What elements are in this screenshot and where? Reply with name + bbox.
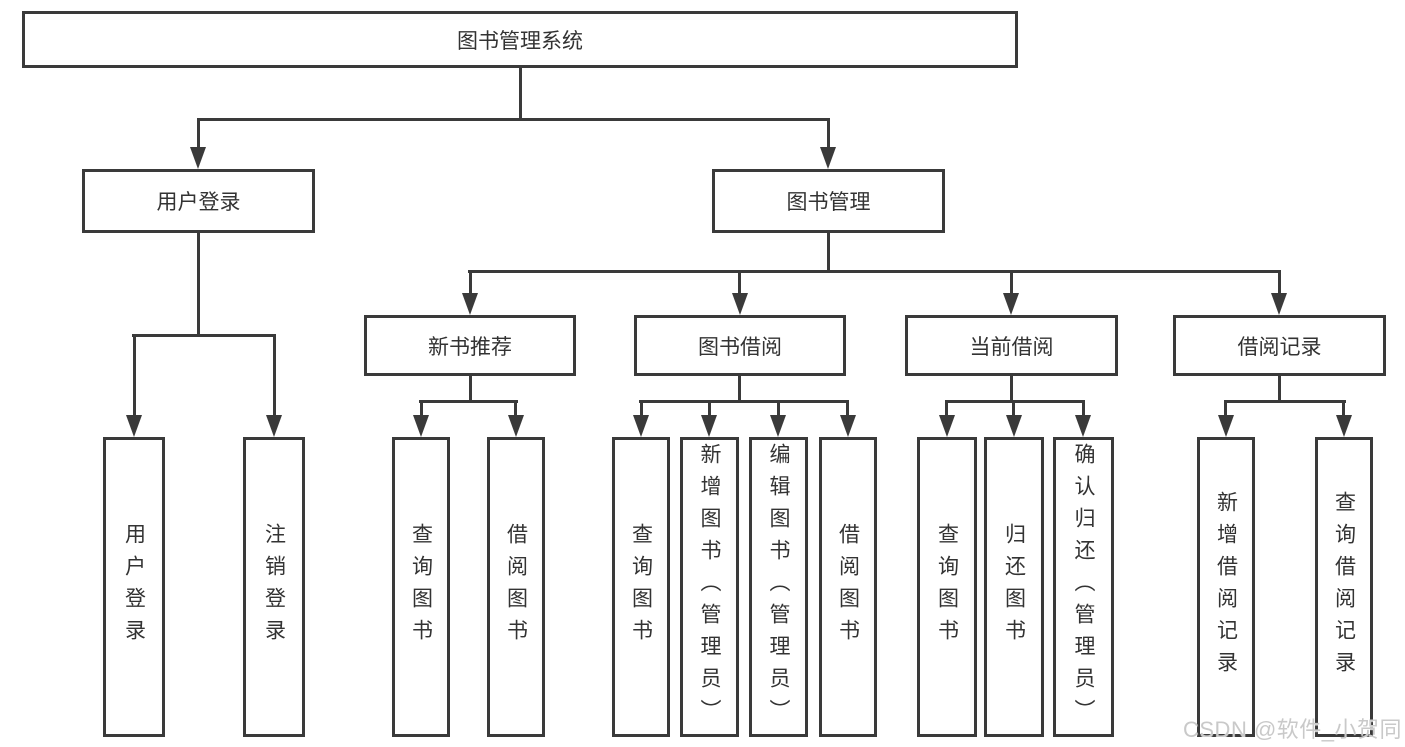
connector-line <box>273 334 276 417</box>
connector-line <box>469 373 472 402</box>
node-label: 查询图书 <box>409 523 433 651</box>
node-book-management: 图书管理 <box>712 169 945 233</box>
node-label: 图书管理系统 <box>457 29 583 53</box>
arrowhead-down-icon <box>1003 293 1019 315</box>
leaf-return-books: 归还图书 <box>984 437 1044 737</box>
connector-line <box>640 400 643 417</box>
leaf-query-books-recommend: 查询图书 <box>392 437 450 737</box>
connector-line <box>1278 373 1281 402</box>
node-label: 当前借阅 <box>969 335 1054 359</box>
leaf-query-borrow-record: 查询借阅记录 <box>1315 437 1373 737</box>
connector-line <box>197 231 200 336</box>
arrowhead-down-icon <box>770 415 786 437</box>
arrowhead-down-icon <box>939 415 955 437</box>
arrowhead-down-icon <box>820 147 836 169</box>
node-label: 借阅记录 <box>1237 335 1322 359</box>
csdn-watermark: CSDN @软件_小贺同学 <box>1183 717 1403 742</box>
leaf-edit-books-admin: 编辑图书（管理员） <box>749 437 808 737</box>
connector-line <box>738 373 741 402</box>
arrowhead-down-icon <box>840 415 856 437</box>
connector-line <box>827 118 830 149</box>
connector-line <box>132 334 276 337</box>
leaf-add-books-admin: 新增图书（管理员） <box>680 437 739 737</box>
node-new-book-recommendation: 新书推荐 <box>364 315 576 376</box>
arrowhead-down-icon <box>633 415 649 437</box>
arrowhead-down-icon <box>1075 415 1091 437</box>
connector-line <box>1278 270 1281 295</box>
node-label: 借阅图书 <box>836 523 860 651</box>
node-label: 查询图书 <box>935 523 959 651</box>
node-label: 图书管理 <box>786 191 871 214</box>
arrowhead-down-icon <box>126 415 142 437</box>
arrowhead-down-icon <box>413 415 429 437</box>
connector-line <box>1342 400 1345 417</box>
leaf-borrow-books-recommend: 借阅图书 <box>487 437 545 737</box>
leaf-add-borrow-record: 新增借阅记录 <box>1197 437 1255 737</box>
arrowhead-down-icon <box>732 293 748 315</box>
leaf-query-books-borrowing: 查询图书 <box>612 437 670 737</box>
node-label: 借阅图书 <box>504 523 528 651</box>
connector-line <box>468 270 1281 273</box>
leaf-user-login: 用户登录 <box>103 437 165 737</box>
connector-line <box>1010 373 1013 402</box>
node-label: 确认归还（管理员） <box>1072 443 1095 731</box>
node-library-management-system: 图书管理系统 <box>22 11 1018 68</box>
connector-line <box>197 118 830 121</box>
node-label: 查询图书 <box>629 523 653 651</box>
node-borrowing-records: 借阅记录 <box>1173 315 1386 376</box>
node-label: 图书借阅 <box>698 335 782 359</box>
connector-line <box>1082 400 1085 417</box>
arrowhead-down-icon <box>1271 293 1287 315</box>
connector-line <box>514 400 517 417</box>
node-label: 新增图书（管理员） <box>698 443 721 731</box>
node-label: 归还图书 <box>1002 523 1026 651</box>
leaf-confirm-return-admin: 确认归还（管理员） <box>1053 437 1114 737</box>
connector-line <box>777 400 780 417</box>
connector-line <box>1012 400 1015 417</box>
connector-line <box>469 270 472 295</box>
arrowhead-down-icon <box>190 147 206 169</box>
connector-line <box>738 270 741 295</box>
connector-line <box>945 400 1085 403</box>
connector-line <box>846 400 849 417</box>
arrowhead-down-icon <box>1006 415 1022 437</box>
connector-line <box>1224 400 1346 403</box>
node-label: 用户登录 <box>122 523 146 651</box>
leaf-query-books-current: 查询图书 <box>917 437 977 737</box>
node-label: 编辑图书（管理员） <box>767 443 790 731</box>
arrowhead-down-icon <box>266 415 282 437</box>
node-label: 新增借阅记录 <box>1214 491 1238 683</box>
node-label: 用户登录 <box>156 191 241 214</box>
connector-line <box>827 231 830 272</box>
connector-line <box>1224 400 1227 417</box>
connector-line <box>133 334 136 417</box>
arrowhead-down-icon <box>1218 415 1234 437</box>
connector-line <box>519 66 522 120</box>
connector-line <box>420 400 423 417</box>
node-label: 新书推荐 <box>428 335 512 359</box>
leaf-logout: 注销登录 <box>243 437 305 737</box>
node-book-borrowing: 图书借阅 <box>634 315 846 376</box>
arrowhead-down-icon <box>1336 415 1352 437</box>
connector-line <box>708 400 711 417</box>
arrowhead-down-icon <box>508 415 524 437</box>
node-user-login: 用户登录 <box>82 169 315 233</box>
connector-line <box>945 400 948 417</box>
connector-line <box>197 118 200 149</box>
leaf-borrow-books: 借阅图书 <box>819 437 877 737</box>
arrowhead-down-icon <box>701 415 717 437</box>
connector-line <box>639 400 849 403</box>
node-label: 查询借阅记录 <box>1332 491 1356 683</box>
connector-line <box>419 400 518 403</box>
arrowhead-down-icon <box>462 293 478 315</box>
connector-line <box>1010 270 1013 295</box>
node-label: 注销登录 <box>262 523 286 651</box>
node-current-borrowing: 当前借阅 <box>905 315 1118 376</box>
